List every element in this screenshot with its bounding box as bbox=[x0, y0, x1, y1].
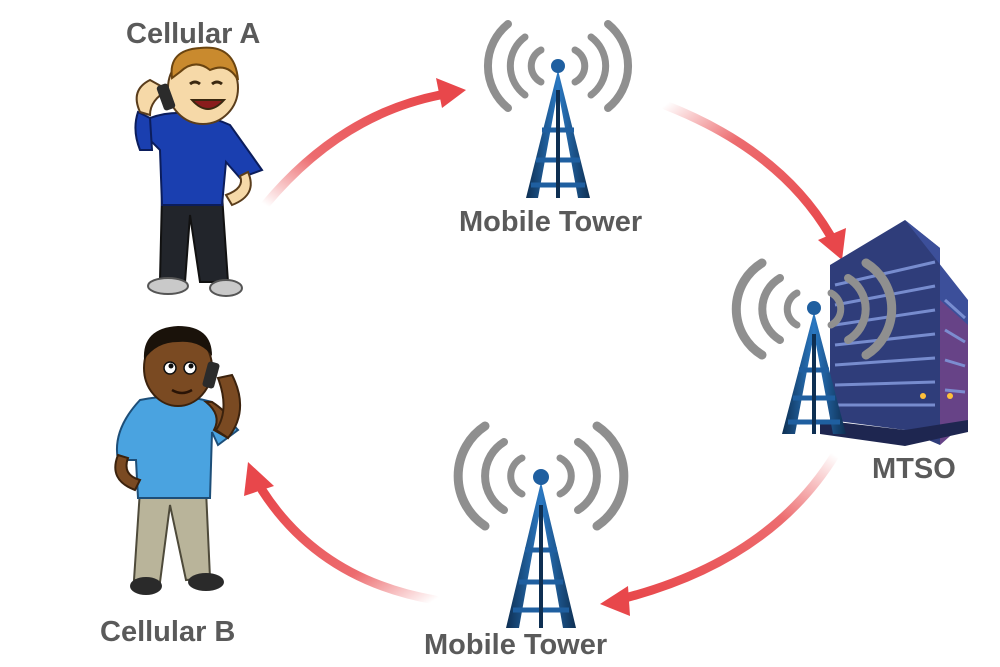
arrow-tower-to-b bbox=[244, 462, 440, 605]
person-cellular-a bbox=[134, 46, 264, 297]
arrow-tower-to-mtso bbox=[660, 100, 846, 260]
arrow-icon bbox=[244, 462, 274, 496]
signal-waves-icon bbox=[483, 20, 633, 112]
label-mtso: MTSO bbox=[872, 453, 956, 485]
arrow-icon bbox=[818, 228, 846, 260]
tower-icon bbox=[506, 469, 576, 628]
tower-icon bbox=[782, 301, 846, 434]
phone-icon bbox=[156, 83, 176, 111]
label-cellular-b: Cellular B bbox=[100, 616, 236, 648]
person-cellular-b bbox=[114, 326, 242, 595]
building-icon bbox=[820, 220, 968, 446]
person-icon bbox=[134, 46, 264, 297]
tower-icon bbox=[526, 59, 590, 198]
arrow-icon bbox=[436, 78, 466, 108]
signal-waves-icon bbox=[453, 421, 629, 531]
phone-icon bbox=[202, 361, 220, 389]
label-cellular-a: Cellular A bbox=[126, 18, 261, 50]
mtso-building bbox=[731, 220, 968, 446]
arrow-mtso-to-tower bbox=[600, 450, 840, 616]
person-icon bbox=[114, 326, 242, 595]
mobile-tower-top bbox=[483, 20, 633, 198]
arrow-icon bbox=[600, 586, 630, 616]
label-mobile-tower-bottom: Mobile Tower bbox=[424, 629, 608, 661]
arrow-a-to-tower bbox=[260, 78, 466, 210]
label-mobile-tower-top: Mobile Tower bbox=[459, 206, 643, 238]
mobile-tower-bottom bbox=[453, 421, 629, 628]
signal-waves-icon bbox=[731, 258, 897, 360]
